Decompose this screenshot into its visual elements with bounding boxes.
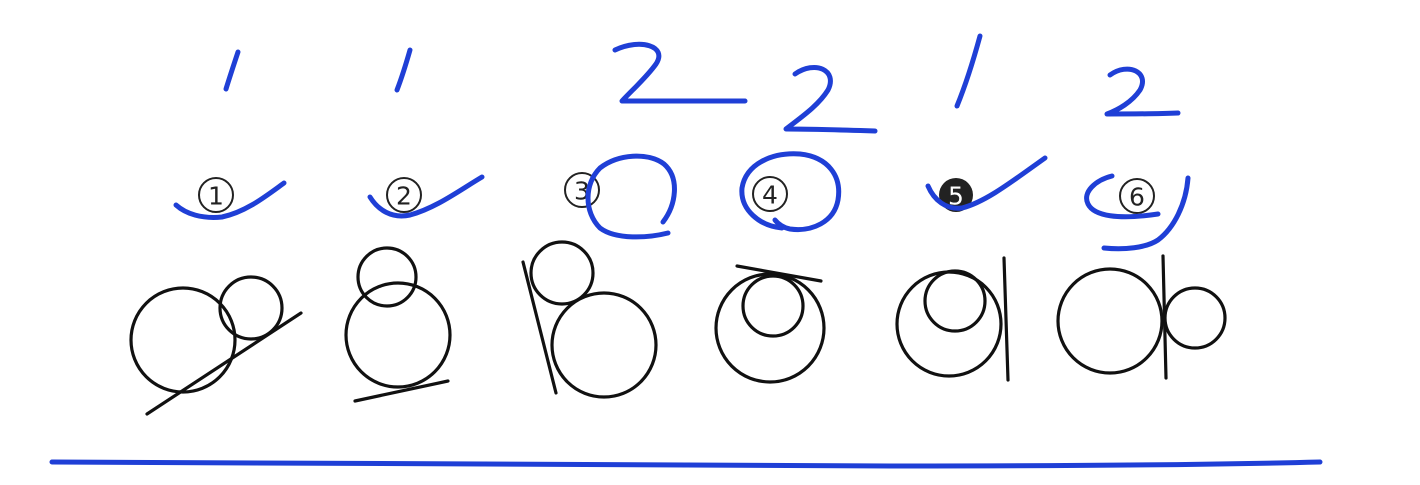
svg-text:6: 6 — [1129, 183, 1145, 212]
check-mark-1 — [173, 180, 287, 220]
figure-label-6: 6 — [1119, 178, 1155, 214]
handwritten-count-3 — [612, 41, 748, 104]
figure-3 — [521, 240, 658, 399]
figure-4 — [714, 264, 826, 384]
handwritten-count-6 — [1104, 66, 1181, 117]
bracket-mark-6-tail — [1101, 175, 1191, 252]
handwritten-count-5 — [954, 33, 983, 109]
handwritten-count-4 — [783, 64, 878, 134]
svg-text:4: 4 — [762, 181, 778, 210]
circle-mark-4 — [739, 151, 842, 233]
handwritten-marks — [173, 151, 1191, 252]
figure-label-4: 4 — [752, 176, 788, 212]
handwritten-count-2 — [394, 47, 413, 93]
svg-text:1: 1 — [208, 182, 224, 211]
check-mark-2 — [367, 174, 485, 219]
handwritten-count-1 — [223, 49, 241, 92]
svg-text:2: 2 — [396, 182, 412, 211]
figure-1 — [129, 275, 303, 416]
figure-labels: 1 2 3 4 5 6 — [198, 172, 1155, 214]
figure-6 — [1056, 254, 1227, 380]
figure-label-2: 2 — [386, 177, 422, 213]
handwritten-underline — [49, 459, 1323, 469]
handwritten-counts — [223, 33, 1181, 134]
bracket-mark-6 — [1084, 173, 1161, 220]
figure-label-1: 1 — [198, 177, 234, 213]
figure-2 — [344, 246, 452, 403]
check-mark-5 — [925, 155, 1048, 211]
figure-5 — [895, 256, 1010, 382]
svg-text:5: 5 — [948, 182, 964, 211]
circle-mark-3 — [585, 153, 677, 240]
figure-label-5: 5 — [939, 178, 973, 212]
